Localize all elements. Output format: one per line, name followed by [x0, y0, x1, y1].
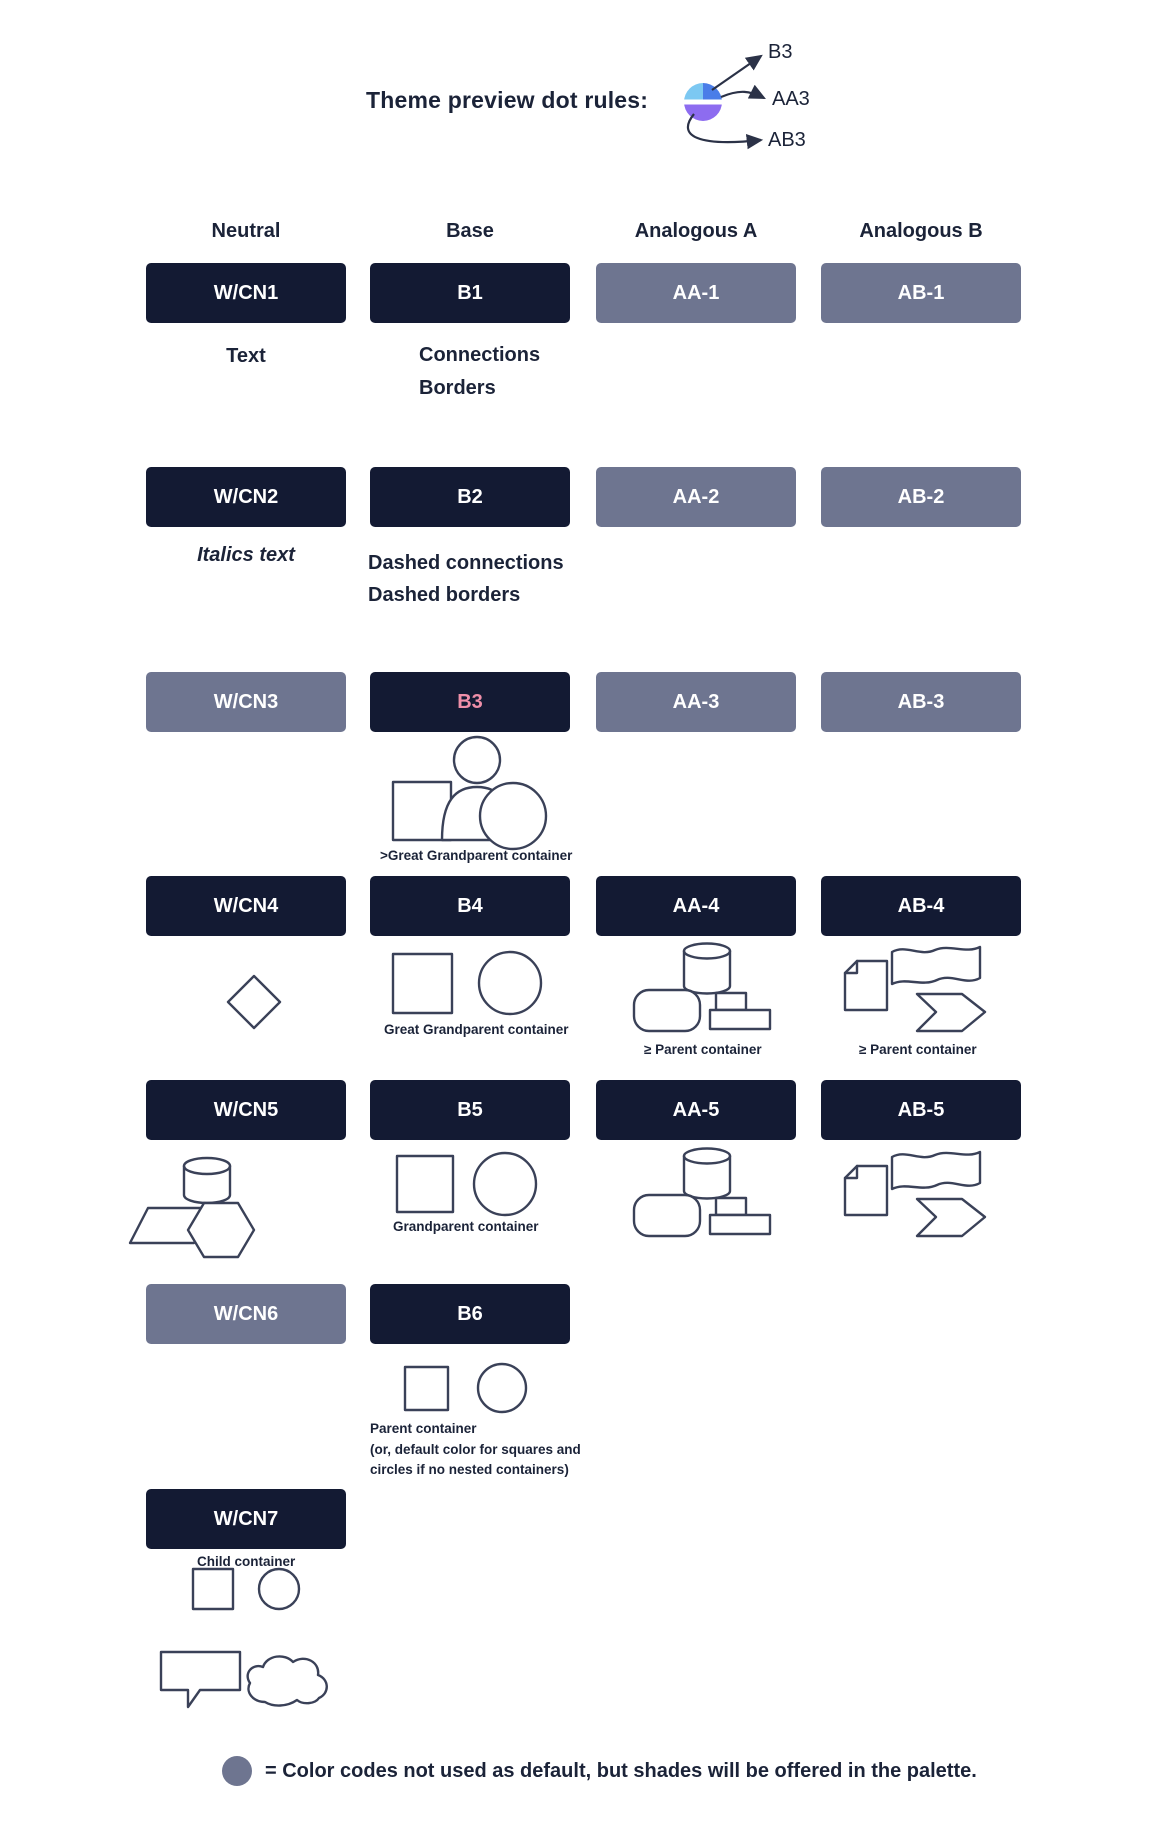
- swatch-b5: B5: [370, 1080, 570, 1140]
- circle-shape: [476, 1362, 528, 1414]
- page-title: Theme preview dot rules:: [366, 87, 649, 113]
- b4-shapes: [391, 950, 543, 1016]
- rounded-rect-shape: [632, 988, 702, 1033]
- note-gt-great-grandparent: >Great Grandparent container: [380, 848, 573, 863]
- note-ge-parent-ab: ≥ Parent container: [859, 1042, 977, 1057]
- tape-shape: [890, 1150, 982, 1191]
- note-child: Child container: [197, 1554, 296, 1569]
- legend-text: = Color codes not used as default, but s…: [265, 1760, 977, 1782]
- column-header-neutral: Neutral: [211, 220, 281, 242]
- swatch-ab2: AB-2: [821, 467, 1021, 527]
- note-grandparent: Grandparent container: [393, 1219, 539, 1234]
- theme-preview-dot-icon: [684, 83, 722, 121]
- folded-card-fold: [843, 959, 859, 975]
- wide-rect-shape: [708, 1008, 772, 1031]
- circle-shape: [257, 1567, 301, 1611]
- cylinder-shape: [182, 1156, 232, 1205]
- swatch-wcn4: W/CN4: [146, 876, 346, 936]
- chevron-shape: [915, 992, 987, 1033]
- swatch-ab1: AB-1: [821, 263, 1021, 323]
- square-shape: [191, 1567, 235, 1611]
- swatch-wcn6: W/CN6: [146, 1284, 346, 1344]
- dot-arrows: [687, 54, 766, 150]
- note-parent-line1: (or, default color for squares and: [370, 1442, 581, 1457]
- folded-card-fold: [843, 1164, 859, 1180]
- arrow-to-ab3: [687, 113, 764, 150]
- tape-shape: [890, 945, 982, 986]
- dot-label-b3: B3: [768, 41, 793, 63]
- aa4-shapes: [632, 942, 772, 1033]
- square-shape: [391, 952, 454, 1015]
- note-dashed-connections: Dashed connections: [368, 552, 564, 574]
- arrow-to-aa3: [720, 84, 766, 99]
- swatch-b2: B2: [370, 467, 570, 527]
- folded-card-shape: [843, 959, 889, 1012]
- note-ge-parent-aa: ≥ Parent container: [644, 1042, 762, 1057]
- swatch-b4: B4: [370, 876, 570, 936]
- circle-shape: [478, 781, 548, 851]
- cloud-shape: [246, 1655, 328, 1707]
- swatch-aa4: AA-4: [596, 876, 796, 936]
- cylinder-rim: [182, 1164, 232, 1176]
- small-rect-shape: [714, 991, 748, 1012]
- column-header-analogous-a: Analogous A: [634, 220, 758, 242]
- chevron-shape: [915, 1197, 987, 1238]
- square-shape: [403, 1365, 450, 1412]
- wcn7-shapes: [191, 1567, 301, 1611]
- swatch-b6: B6: [370, 1284, 570, 1344]
- speech-bubble-shape: [159, 1650, 242, 1709]
- dot-label-ab3: AB3: [768, 129, 806, 151]
- wcn7-extra-shapes: [159, 1650, 328, 1709]
- wcn4-shapes: [226, 974, 282, 1030]
- dot-label-aa3: AA3: [772, 88, 810, 110]
- ab5-shapes: [843, 1150, 987, 1238]
- note-connections: Connections: [419, 344, 541, 366]
- cylinder-rim: [682, 949, 732, 960]
- swatch-ab5: AB-5: [821, 1080, 1021, 1140]
- note-text: Text: [226, 345, 266, 367]
- swatch-aa1: AA-1: [596, 263, 796, 323]
- wcn5-shapes: [128, 1156, 256, 1259]
- b6-shapes: [403, 1362, 528, 1414]
- note-italics-text: Italics text: [197, 544, 295, 566]
- wide-rect-shape: [708, 1213, 772, 1236]
- swatch-aa3: AA-3: [596, 672, 796, 732]
- diamond-shape: [226, 974, 282, 1030]
- swatch-aa5: AA-5: [596, 1080, 796, 1140]
- swatch-ab3: AB-3: [821, 672, 1021, 732]
- swatch-wcn5: W/CN5: [146, 1080, 346, 1140]
- swatch-wcn1: W/CN1: [146, 263, 346, 323]
- cylinder-rim: [682, 1154, 732, 1165]
- note-parent-line2: circles if no nested containers): [370, 1462, 569, 1477]
- note-great-grandparent: Great Grandparent container: [384, 1022, 569, 1037]
- small-rect-shape: [714, 1196, 748, 1217]
- swatch-aa2: AA-2: [596, 467, 796, 527]
- cylinder-shape: [682, 942, 732, 995]
- note-borders: Borders: [419, 377, 496, 399]
- swatch-wcn2: W/CN2: [146, 467, 346, 527]
- swatch-ab4: AB-4: [821, 876, 1021, 936]
- swatch-wcn3: W/CN3: [146, 672, 346, 732]
- swatch-wcn7: W/CN7: [146, 1489, 346, 1549]
- aa5-shapes: [632, 1147, 772, 1238]
- b3-shapes: [391, 735, 548, 851]
- circle-shape: [477, 950, 543, 1016]
- folded-card-shape: [843, 1164, 889, 1217]
- circle-shape: [472, 1151, 538, 1217]
- hexagon-shape: [186, 1201, 256, 1259]
- b5-shapes: [395, 1151, 538, 1217]
- rounded-rect-shape: [632, 1193, 702, 1238]
- column-header-analogous-b: Analogous B: [859, 220, 983, 242]
- square-shape: [395, 1154, 455, 1214]
- person-head-shape: [452, 735, 502, 785]
- ab4-shapes: [843, 945, 987, 1033]
- swatch-b1: B1: [370, 263, 570, 323]
- legend-dot-icon: [222, 1756, 252, 1786]
- column-header-base: Base: [446, 220, 494, 242]
- swatch-b3: B3: [370, 672, 570, 732]
- cylinder-shape: [682, 1147, 732, 1200]
- note-dashed-borders: Dashed borders: [368, 584, 521, 606]
- arrow-to-b3: [711, 54, 763, 91]
- note-parent: Parent container: [370, 1421, 477, 1436]
